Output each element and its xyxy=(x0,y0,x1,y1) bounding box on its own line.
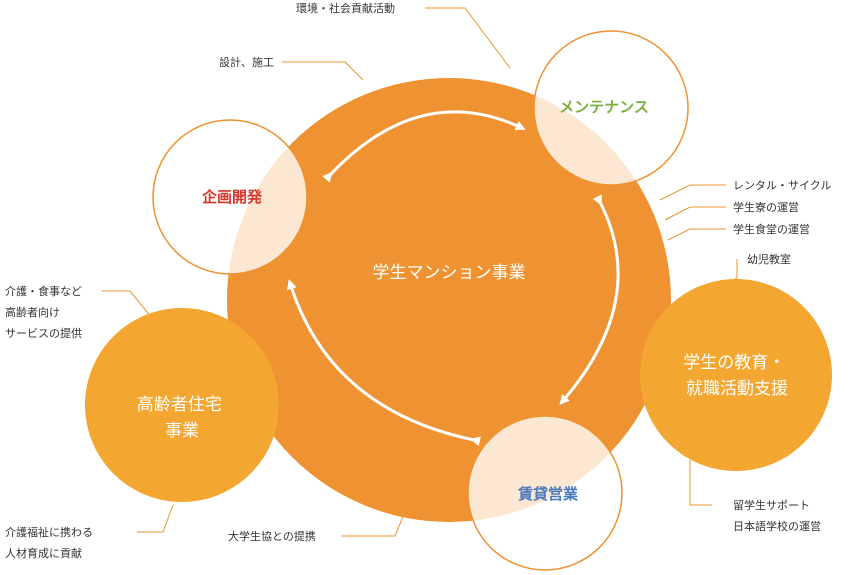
elderly-housing-circle xyxy=(85,308,279,502)
design-annotation: 設計、施工 xyxy=(219,55,274,69)
rental-cycle-annotation: レンタル・サイクル xyxy=(733,179,831,192)
kindergarten-annotation: 幼児教室 xyxy=(747,252,791,266)
maintenance-circle xyxy=(533,30,689,186)
elderly-label: 高齢者住宅 事業 xyxy=(137,395,227,441)
elderly-services-annotation: 介護・食事など 高齢者向け サービスの提供 xyxy=(5,284,86,340)
dorm-annotation: 学生寮の運営 xyxy=(733,200,799,214)
education-support-circle xyxy=(640,279,832,471)
leasing-planning-arrow xyxy=(287,279,481,447)
planning-label: 企画開発 xyxy=(201,188,263,206)
cafeteria-annotation: 学生食堂の運営 xyxy=(733,222,810,236)
maintenance-label: メンテナンス xyxy=(559,98,649,116)
maintenance-leasing-arrow xyxy=(559,194,620,406)
planning-maintenance-arrow xyxy=(322,110,526,183)
planning-circle xyxy=(152,119,308,275)
cycle-arrows xyxy=(287,110,620,447)
environment-annotation: 環境・社会貢献活動 xyxy=(296,1,395,15)
coop-annotation: 大学生協との提携 xyxy=(228,529,316,543)
education-label: 学生の教育・ 就職活動支援 xyxy=(683,353,790,399)
leasing-circle xyxy=(467,415,623,571)
intl-annotation: 留学生サポート 日本語学校の運営 xyxy=(733,498,821,533)
center-label: 学生マンション事業 xyxy=(373,263,526,283)
welfare-annotation: 介護福祉に携わる 人材育成に貢献 xyxy=(5,525,97,560)
leasing-label: 賃貸営業 xyxy=(517,485,579,503)
